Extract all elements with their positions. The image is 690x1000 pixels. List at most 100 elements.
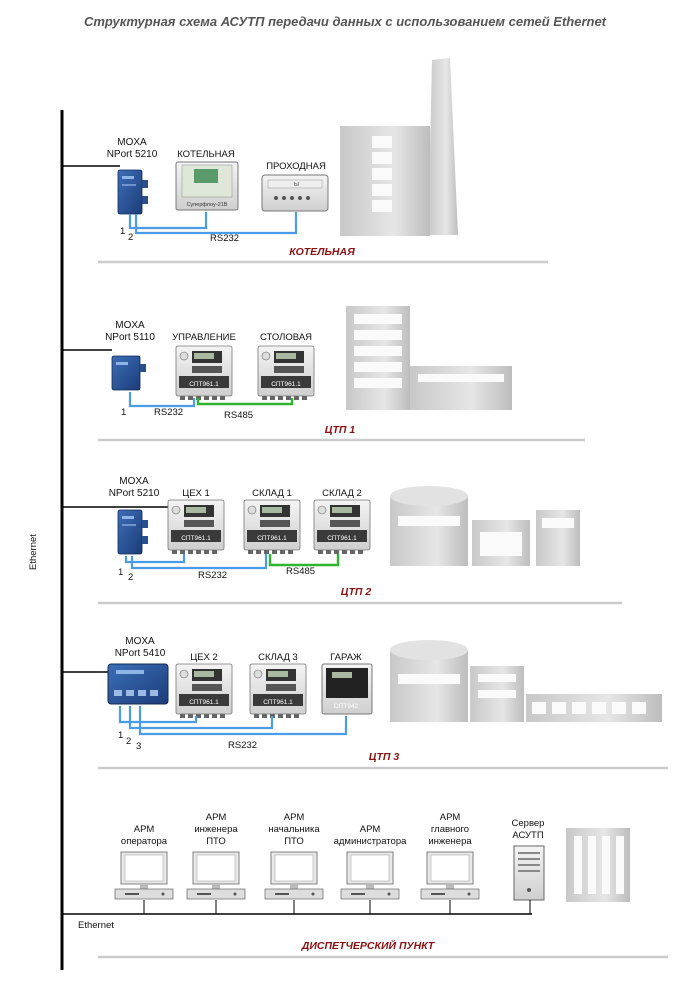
spt942-device-icon: [321, 663, 373, 715]
device-label: ЦЕХ 1: [182, 488, 210, 499]
port-label: 2: [128, 232, 133, 243]
gateway-2-model: MOXA: [115, 320, 145, 331]
svg-text:СПТ942: СПТ942: [334, 703, 359, 710]
workstation-label: АРМ: [206, 812, 227, 823]
section-label: ДИСПЕТЧЕРСКИЙ ПУНКТ: [301, 939, 436, 952]
diagram-title: Структурная схема АСУТП передачи данных …: [84, 14, 607, 29]
workstation-label: АРМ: [360, 824, 381, 835]
port-label: 1: [118, 567, 123, 578]
prokhodnaya-device-icon: Ы: [261, 174, 329, 212]
gateway-2-type: NPort 5110: [105, 332, 155, 343]
rs232-link: [124, 554, 268, 570]
link-label-rs232: RS232: [154, 407, 183, 418]
svg-text:СПТ961.1: СПТ961.1: [257, 535, 287, 542]
svg-text:СПТ961.1: СПТ961.1: [327, 535, 357, 542]
server-label: Сервер: [512, 818, 545, 829]
server-icon: [513, 845, 545, 901]
workstation-label: начальника: [268, 824, 320, 835]
workstation-computer-icon: [264, 851, 324, 900]
superflow-device-icon: Суперфлоу-21В: [175, 161, 239, 211]
svg-text:СПТ961.1: СПТ961.1: [189, 699, 219, 706]
spt961-device-icon: [243, 499, 301, 555]
svg-text:СПТ961.1: СПТ961.1: [271, 381, 301, 388]
spt961-device-icon: [175, 663, 233, 719]
port-label: 2: [128, 572, 133, 583]
ctp1-building-icon: [346, 306, 512, 410]
workstation-label: ПТО: [206, 836, 226, 847]
port-label: 2: [126, 736, 131, 747]
device-label: ГАРАЖ: [330, 652, 362, 663]
section-label: ЦТП 3: [369, 751, 400, 763]
section-ctp-3: MOXA NPort 5410 ЦЕХ 2 СПТ961.1 СКЛАД 3 С…: [62, 636, 668, 770]
section-kotelnaya: MOXA NPort 5210 КОТЕЛЬНАЯ Суперфлоу-21В …: [62, 58, 548, 264]
workstation-label: АРМ: [440, 812, 461, 823]
device-label: ЦЕХ 2: [190, 652, 218, 663]
port-label: 1: [120, 226, 125, 237]
rs485-link: [268, 554, 340, 567]
spt961-device-icon: [175, 345, 233, 401]
section-ctp-2: MOXA NPort 5210 ЦЕХ 1 СПТ961.1 СКЛАД 1 С…: [62, 476, 622, 605]
device-label: СТОЛОВАЯ: [260, 332, 312, 343]
workstation-label: главного: [431, 824, 469, 835]
section-label: КОТЕЛЬНАЯ: [289, 246, 355, 258]
moxa-nport-5110-icon: [111, 355, 146, 391]
gateway-4-model: MOXA: [125, 636, 155, 647]
rs232-link: [128, 392, 196, 408]
rs485-link: [196, 398, 294, 406]
port-label: 3: [136, 741, 141, 752]
ethernet-bus-label: Ethernet: [28, 534, 39, 570]
moxa-nport-5210-icon: [117, 509, 149, 555]
device-label: ПРОХОДНАЯ: [266, 161, 326, 172]
link-label-rs485: RS485: [286, 566, 315, 577]
gateway-1-type: NPort 5210: [107, 149, 158, 160]
workstation-label: администратора: [334, 836, 407, 847]
workstation-label: инженера: [194, 824, 238, 835]
svg-text:СПТ961.1: СПТ961.1: [263, 699, 293, 706]
section-dispatch: Ethernet АРМ оператора АРМ инженера ПТО …: [62, 812, 668, 959]
link-label-rs485: RS485: [224, 410, 253, 421]
link-label-rs232: RS232: [210, 233, 239, 244]
device-label: СКЛАД 3: [258, 652, 298, 663]
workstation-computer-icon: [340, 851, 400, 900]
gateway-3-model: MOXA: [119, 476, 149, 487]
ctp2-building-icon: [390, 486, 580, 566]
spt961-device-icon: [313, 499, 371, 555]
gateway-1-model: MOXA: [117, 137, 147, 148]
moxa-nport-5410-icon: [107, 663, 169, 705]
workstation-label: оператора: [121, 836, 168, 847]
rs232-link: [128, 212, 298, 235]
section-label: ЦТП 1: [325, 424, 356, 436]
port-label: 1: [118, 730, 123, 741]
workstation-computer-icon: [420, 851, 480, 900]
workstation-label: ПТО: [284, 836, 304, 847]
workstation-label: АРМ: [134, 824, 155, 835]
ethernet-bus-bottom-label: Ethernet: [78, 920, 114, 931]
device-label: СКЛАД 1: [252, 488, 292, 499]
boiler-house-building-icon: [340, 58, 458, 236]
device-label: КОТЕЛЬНАЯ: [177, 149, 235, 160]
section-ctp-1: MOXA NPort 5110 УПРАВЛЕНИЕ СПТ961.1 СТОЛ…: [62, 306, 585, 442]
section-label: ЦТП 2: [341, 586, 372, 598]
link-label-rs232: RS232: [228, 740, 257, 751]
gateway-4-type: NPort 5410: [115, 648, 166, 659]
rs232-link: [118, 706, 348, 736]
link-label-rs232: RS232: [198, 570, 227, 581]
spt961-device-icon: [257, 345, 315, 401]
gateway-3-type: NPort 5210: [109, 488, 160, 499]
port-label: 1: [121, 407, 126, 418]
svg-text:Суперфлоу-21В: Суперфлоу-21В: [187, 202, 228, 208]
svg-text:СПТ961.1: СПТ961.1: [189, 381, 219, 388]
spt961-device-icon: [249, 663, 307, 719]
device-label: СКЛАД 2: [322, 488, 362, 499]
workstation-label: инженера: [428, 836, 472, 847]
svg-text:Ы: Ы: [294, 182, 299, 188]
dispatch-building-icon: [566, 828, 630, 902]
moxa-nport-5210-icon: [117, 169, 149, 215]
server-label: АСУТП: [512, 830, 544, 841]
workstation-label: АРМ: [284, 812, 305, 823]
workstation-computer-icon: [186, 851, 246, 900]
svg-text:СПТ961.1: СПТ961.1: [181, 535, 211, 542]
spt961-device-icon: [167, 499, 225, 555]
ctp3-building-icon: [390, 640, 662, 722]
